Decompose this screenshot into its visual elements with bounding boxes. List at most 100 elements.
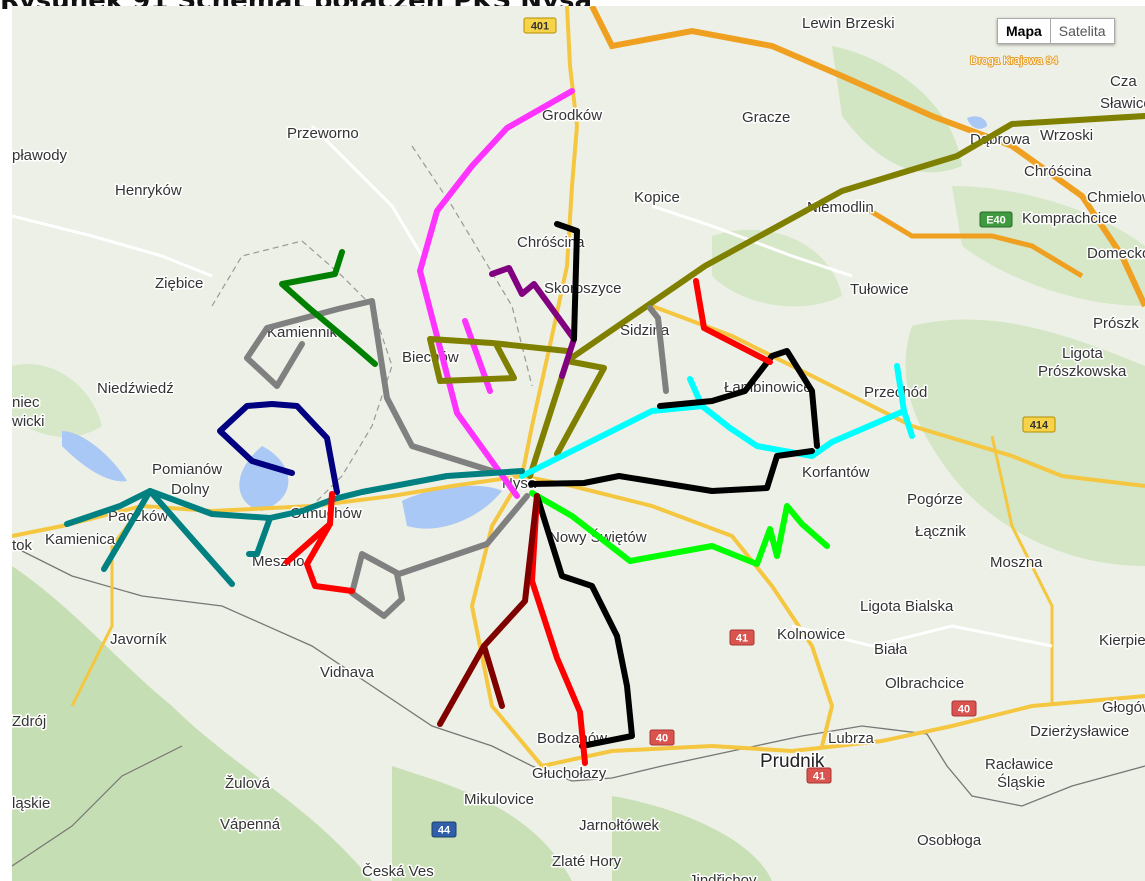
map-type-toggle[interactable]: Mapa Satelita bbox=[997, 18, 1115, 44]
terrain-layer bbox=[12, 6, 1145, 881]
bus-route-line bbox=[437, 493, 540, 727]
bus-route-line bbox=[481, 643, 505, 709]
place-label: Olbrachcice bbox=[885, 675, 964, 692]
place-label: Łącznik bbox=[915, 523, 966, 540]
place-label: Vidnava bbox=[320, 664, 375, 681]
place-label: Vápenná bbox=[220, 816, 281, 833]
bus-route-line bbox=[554, 358, 607, 457]
place-label: Śląskie bbox=[997, 773, 1045, 791]
road-shield-bg bbox=[431, 821, 457, 838]
place-label: Jarnołtówek bbox=[579, 817, 660, 834]
place-label: wicki bbox=[12, 413, 45, 430]
road-shield: 401 bbox=[523, 17, 557, 34]
place-label: Prószkowska bbox=[1038, 363, 1127, 380]
place-label: Lewin Brzeski bbox=[802, 15, 895, 32]
road-shield-number: 41 bbox=[736, 633, 748, 645]
road-shield-number: 40 bbox=[958, 704, 970, 716]
place-label: Moszna bbox=[990, 554, 1043, 571]
place-label: Przeworno bbox=[287, 125, 359, 142]
place-label: Kolnowice bbox=[777, 626, 845, 643]
place-label: Jindřichov bbox=[689, 872, 757, 881]
bus-route-line bbox=[657, 348, 820, 449]
place-label: Zlaté Hory bbox=[552, 853, 622, 870]
map-canvas[interactable]: Lewin BrzeskiCzaSławiceGrodkówGraczePrze… bbox=[12, 6, 1145, 881]
place-label: Kamienica bbox=[45, 531, 116, 548]
bus-route-line bbox=[417, 88, 575, 499]
town-label: Prudnik bbox=[760, 751, 825, 772]
road-shield: 41 bbox=[729, 629, 755, 646]
bus-route-line bbox=[427, 336, 570, 384]
road-shield-bg bbox=[649, 729, 675, 746]
road-shield-bg bbox=[979, 211, 1013, 228]
place-label: Cza bbox=[1110, 73, 1137, 90]
place-label: Kierpien bbox=[1099, 632, 1145, 649]
place-label: Prószk bbox=[1093, 315, 1139, 332]
place-label: Ziębice bbox=[155, 275, 203, 292]
place-label: Przechód bbox=[864, 384, 927, 401]
road-shield-bg bbox=[806, 767, 832, 784]
bus-route-line bbox=[244, 298, 495, 474]
place-label: Biała bbox=[874, 641, 908, 658]
map-type-map-button[interactable]: Mapa bbox=[997, 18, 1051, 44]
place-label: Dzierżysławice bbox=[1030, 723, 1129, 740]
bus-route-line bbox=[284, 521, 333, 565]
place-label: Kamiennik bbox=[267, 324, 338, 341]
place-label: Mikulovice bbox=[464, 791, 534, 808]
road-shield: 40 bbox=[649, 729, 675, 746]
place-label: Kopice bbox=[634, 189, 680, 206]
road-shield-number: 41 bbox=[813, 771, 825, 783]
road-shield-bg bbox=[729, 629, 755, 646]
place-label: Ligota bbox=[1062, 345, 1104, 362]
place-label: Korfantów bbox=[802, 464, 870, 481]
road-shield-number: 414 bbox=[1030, 420, 1049, 432]
bus-route-line bbox=[901, 408, 915, 439]
road-shield-number: 40 bbox=[656, 733, 668, 745]
bus-route-line bbox=[528, 448, 815, 494]
place-label: Tułowice bbox=[850, 281, 909, 298]
road-shield-number: 44 bbox=[438, 825, 451, 837]
place-label: Sławice bbox=[1100, 95, 1145, 112]
place-label: Skoroszyce bbox=[544, 280, 622, 297]
bus-route-line bbox=[246, 515, 273, 557]
bus-route-line bbox=[489, 265, 577, 379]
place-label: Žulová bbox=[225, 775, 271, 792]
bus-route-line bbox=[304, 491, 355, 594]
place-label: ląskie bbox=[12, 795, 50, 812]
road-shield-number: 401 bbox=[531, 21, 549, 33]
bus-route-line bbox=[64, 468, 525, 527]
bus-route-line bbox=[279, 249, 378, 367]
place-label: Lubrza bbox=[828, 730, 875, 747]
place-label: Zdrój bbox=[12, 713, 46, 730]
place-label: Osobłoga bbox=[917, 832, 982, 849]
bus-route-line bbox=[519, 363, 907, 479]
road-shield-bg bbox=[523, 17, 557, 34]
place-label: Česká Ves bbox=[362, 863, 434, 880]
place-label: tok bbox=[12, 537, 33, 554]
place-label: Głuchołazy bbox=[532, 765, 607, 782]
bus-route-line bbox=[529, 490, 830, 567]
place-label: Domecko bbox=[1087, 245, 1145, 262]
road-shield: 41 bbox=[806, 767, 832, 784]
place-label: Pomianów bbox=[152, 461, 222, 478]
road-shield-bg bbox=[951, 700, 977, 717]
place-label: Gracze bbox=[742, 109, 790, 126]
map-svg: Lewin BrzeskiCzaSławiceGrodkówGraczePrze… bbox=[12, 6, 1145, 881]
place-label: Chmielow bbox=[1087, 189, 1145, 206]
bus-routes bbox=[64, 88, 1145, 766]
place-label: Chróścina bbox=[1024, 163, 1092, 180]
road-label: Droga Krajowa 94 bbox=[970, 55, 1058, 67]
place-label: Ligota Bialska bbox=[860, 598, 954, 615]
bus-route-line bbox=[529, 493, 588, 766]
bus-route-line bbox=[349, 493, 530, 619]
place-label: Głogów bbox=[1102, 699, 1145, 716]
bus-route-line bbox=[147, 488, 235, 587]
bus-route-line bbox=[554, 221, 580, 342]
place-label: Niedźwiedź bbox=[97, 380, 174, 397]
road-shield: 44 bbox=[431, 821, 457, 838]
place-label: Dolny bbox=[171, 481, 210, 498]
road-shield: 414 bbox=[1022, 416, 1056, 433]
place-label: pławody bbox=[12, 147, 68, 164]
bus-route-line bbox=[647, 305, 669, 394]
map-type-satellite-button[interactable]: Satelita bbox=[1050, 18, 1115, 44]
